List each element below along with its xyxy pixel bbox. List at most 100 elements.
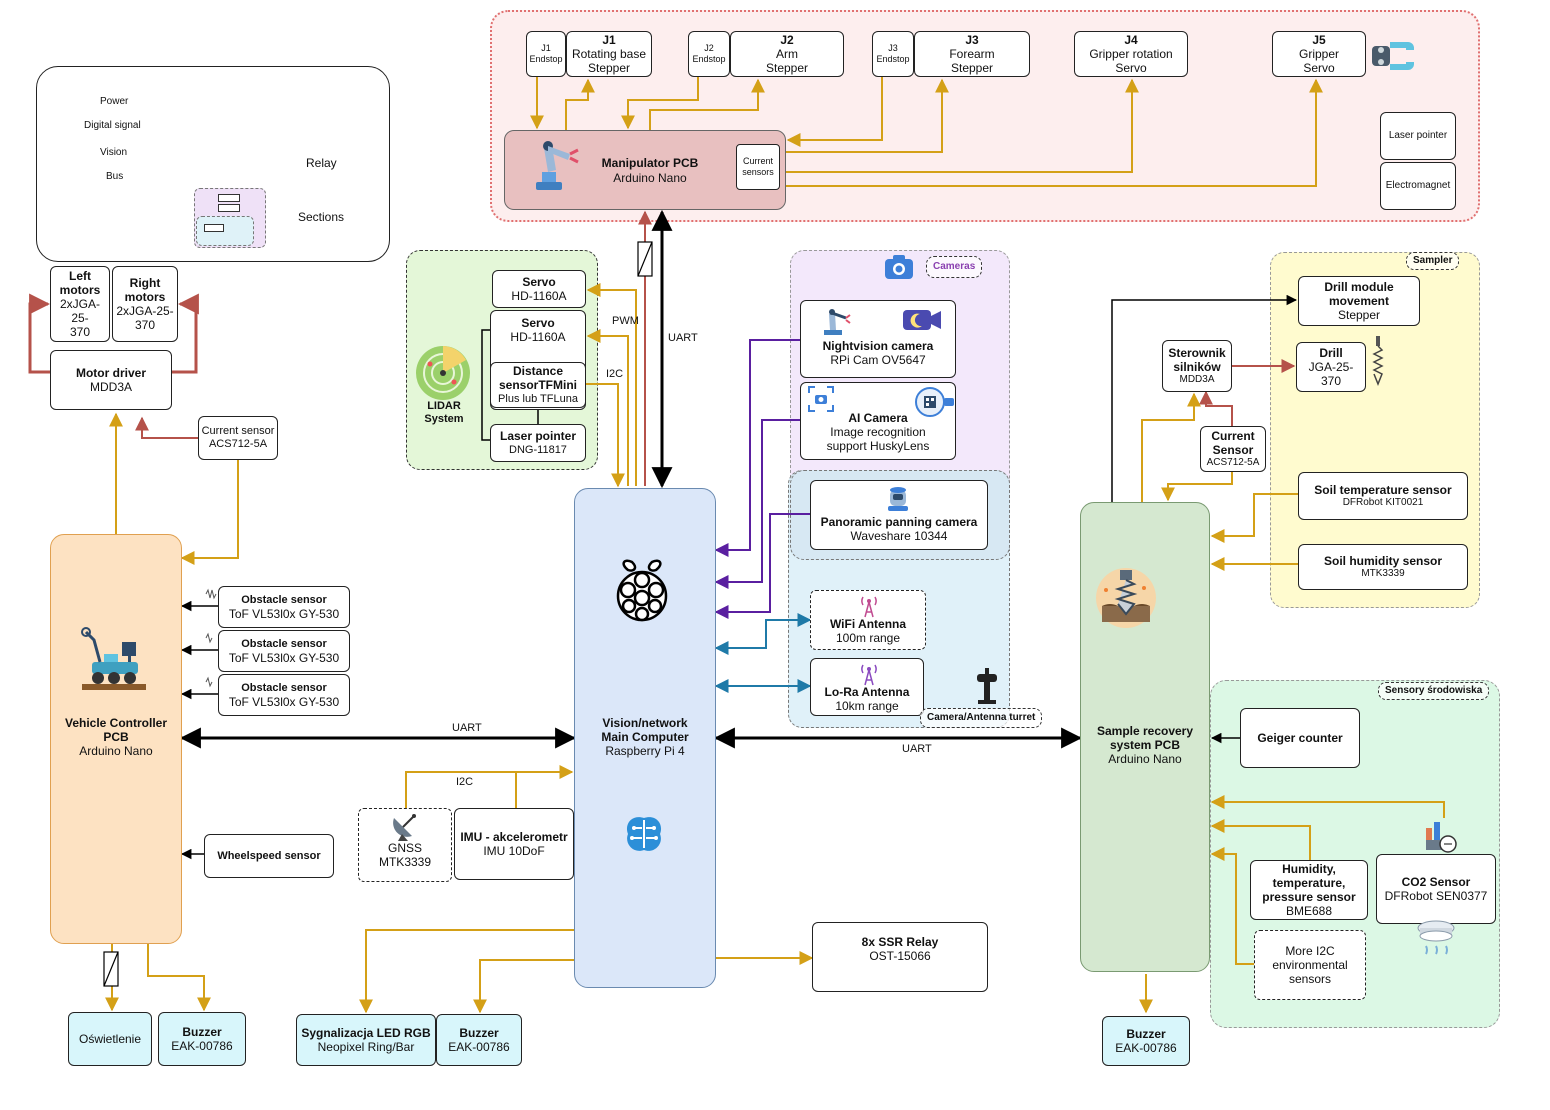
j2-endstop: J2 Endstop <box>688 31 730 77</box>
co2-sensor: CO2 Sensor DFRobot SEN0377 <box>1376 854 1496 924</box>
current-sensor-motors-title: Current sensor <box>201 425 275 437</box>
j3-endstop-label: J3 <box>888 43 898 53</box>
more-i2c-sensors: More I2C environmental sensors <box>1254 930 1366 1000</box>
j4-name: Gripper rotation <box>1089 47 1173 61</box>
legend-mini-box <box>204 224 224 232</box>
j2-endstop-label: J2 <box>704 43 714 53</box>
lidar-label-l1: LIDAR <box>427 400 461 412</box>
j1-endstop-label: J1 <box>541 43 551 53</box>
main-title-l2: Main Computer <box>601 730 689 744</box>
lidar-servo-2-title: Servo <box>521 316 555 330</box>
main-computer-label: Vision/network Main Computer Raspberry P… <box>576 716 714 758</box>
obstacle-3-sub: ToF VL53l0x GY-530 <box>228 694 340 709</box>
more-l3: sensors <box>1288 972 1332 986</box>
drill-module-sub: Stepper <box>1337 308 1381 322</box>
manipulator-pcb-sub: Arduino Nano <box>613 171 687 185</box>
env-tag: Sensory środowiska <box>1378 682 1490 700</box>
factory-gas-icon <box>1426 822 1457 853</box>
cameras-tag: Cameras <box>926 256 983 278</box>
lidar-servo-1-title: Servo <box>522 275 556 289</box>
distance-sensor-l2: sensorTFMini <box>498 378 577 392</box>
bme-l2: temperature, <box>1272 876 1346 890</box>
soil-temp-title: Soil temperature sensor <box>1314 483 1452 497</box>
sample-recovery-pcb <box>1080 502 1210 972</box>
lidar-laser-pointer: Laser pointer DNG-11817 <box>490 424 586 462</box>
obstacle-sensor-1: Obstacle sensor ToF VL53l0x GY-530 <box>218 586 350 628</box>
right-motors: Right motors 2xJGA-25- 370 <box>112 266 178 342</box>
panoramic-title: Panoramic panning camera <box>820 515 978 529</box>
wifi-sub: 100m range <box>835 631 901 645</box>
soil-hum-title: Soil humidity sensor <box>1323 554 1443 568</box>
obstacle-2-title: Obstacle sensor <box>241 637 327 650</box>
obstacle-sensor-3: Obstacle sensor ToF VL53l0x GY-530 <box>218 674 350 716</box>
relay-sub: OST-15066 <box>869 949 931 963</box>
gnss-module: GNSS MTK3339 <box>358 808 452 882</box>
imu-title: IMU - akcelerometr <box>460 830 568 844</box>
motor-driver: Motor driver MDD3A <box>50 350 172 410</box>
ai-camera-sub2: support HuskyLens <box>826 439 930 453</box>
more-l1: More I2C <box>1285 944 1335 958</box>
vehicle-buzzer: Buzzer EAK-00786 <box>158 1012 246 1066</box>
sample-pcb-l1: Sample recovery <box>1096 724 1194 738</box>
lidar-label: LIDAR System <box>416 400 472 426</box>
manip-laser-pointer: Laser pointer <box>1380 112 1456 160</box>
sampler-cur-l1: Current <box>1211 429 1255 443</box>
j3-type: Stepper <box>950 61 994 75</box>
soil-temp-sub: DFRobot KIT0021 <box>1342 497 1424 508</box>
sampler-tag: Sampler <box>1406 252 1460 270</box>
j2-title: J2 <box>780 33 794 47</box>
led-signaling: Sygnalizacja LED RGB Neopixel Ring/Bar <box>296 1014 436 1066</box>
uart-right-label: UART <box>902 743 932 755</box>
soil-temperature-sensor: Soil temperature sensor DFRobot KIT0021 <box>1298 472 1468 520</box>
vehicle-controller <box>50 534 182 944</box>
distance-sensor-l3: Plus lub TFLuna <box>498 393 578 405</box>
j1-endstop-sub: Endstop <box>529 54 563 64</box>
manip-current-label2: sensors <box>742 167 774 177</box>
vehicle-lighting: Oświetlenie <box>68 1012 152 1066</box>
geiger-counter: Geiger counter <box>1240 708 1360 768</box>
lidar-i2c-label: I2C <box>606 368 624 380</box>
sample-pcb-l2: system PCB <box>1109 738 1181 752</box>
panoramic-sub: Waveshare 10344 <box>850 529 948 543</box>
imu-sub: IMU 10DoF <box>483 844 545 858</box>
legend-mini-box <box>218 194 240 202</box>
j2-endstop-sub: Endstop <box>692 54 726 64</box>
gnss-label: GNSS MTK3339 <box>378 841 432 869</box>
uart-left-label: UART <box>452 722 482 734</box>
ster-l2: silników <box>1173 360 1221 374</box>
j1-title: J1 <box>602 33 616 47</box>
wifi-antenna: WiFi Antenna 100m range <box>810 590 926 650</box>
legend-bus: Bus <box>106 171 124 182</box>
drill-module-l2: movement <box>1328 294 1390 308</box>
j3-endstop-sub: Endstop <box>876 54 910 64</box>
wheelspeed-sensor: Wheelspeed sensor <box>204 834 334 878</box>
motor-driver-sub: MDD3A <box>89 380 132 394</box>
camera-icon <box>885 255 913 279</box>
smoke-detector-icon <box>1417 920 1455 955</box>
distance-sensor-l1: Distance <box>512 364 564 378</box>
current-sensor-motors-sub: ACS712-5A <box>208 438 268 450</box>
led-sub: Neopixel Ring/Bar <box>317 1040 415 1054</box>
pwm-label: PWM <box>612 315 639 327</box>
drill-module: Drill module movement Stepper <box>1298 276 1420 326</box>
lidar-servo-2-sub: HD-1160A <box>510 330 566 344</box>
nightvision-sub: RPi Cam OV5647 <box>830 353 926 367</box>
obstacle-sensor-2: Obstacle sensor ToF VL53l0x GY-530 <box>218 630 350 672</box>
left-motors-l2: motors <box>59 283 101 297</box>
wheelspeed-label: Wheelspeed sensor <box>217 849 321 862</box>
j5-type: Servo <box>1303 61 1335 75</box>
ai-brain-icon <box>626 817 662 851</box>
sampler-motor-driver: Sterownik silników MDD3A <box>1162 340 1232 392</box>
lidar-laser-sub: DNG-11817 <box>509 444 567 456</box>
relay-title: 8x SSR Relay <box>861 935 939 949</box>
j1-stepper: J1 Rotating base Stepper <box>566 31 652 77</box>
vehicle-controller-label: Vehicle Controller PCB Arduino Nano <box>52 716 180 758</box>
lidar-laser-title: Laser pointer <box>499 429 577 443</box>
j1-type: Stepper <box>587 61 631 75</box>
manip-electromagnet: Electromagnet <box>1380 162 1456 210</box>
j1-name: Rotating base <box>571 47 647 61</box>
lora-antenna-icon <box>861 664 877 686</box>
j4-servo: J4 Gripper rotation Servo <box>1074 31 1188 77</box>
j2-name: Arm <box>776 47 798 61</box>
